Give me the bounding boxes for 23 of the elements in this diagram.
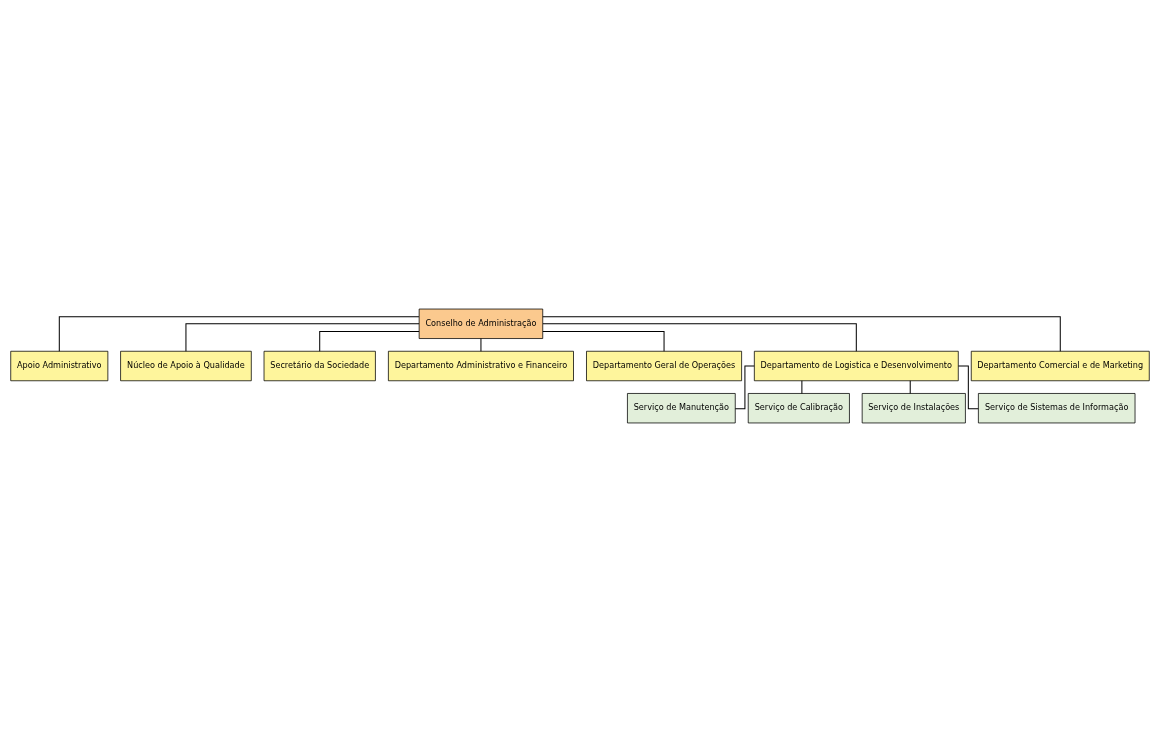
node-box: Departamento Geral de Operações: [586, 350, 742, 381]
node-box: Conselho de Administração: [418, 308, 544, 339]
node-box: Serviço de Calibração: [747, 392, 850, 423]
connector: [801, 379, 803, 394]
connector: [542, 315, 1061, 352]
node-box: Departamento Administrativo e Financeiro: [388, 350, 574, 381]
node-box: Serviço de Manutenção: [627, 392, 736, 423]
node-box: Núcleo de Apoio à Qualidade: [120, 350, 252, 381]
connector: [542, 322, 857, 352]
node-box: Serviço de Sistemas de Informação: [978, 392, 1136, 423]
connector: [542, 330, 665, 352]
connector: [185, 322, 420, 352]
connector: [480, 337, 482, 352]
connector: [909, 379, 911, 394]
connector: [957, 365, 979, 409]
connector: [58, 315, 420, 352]
node-box: Serviço de Instalações: [861, 392, 966, 423]
node-box: Departamento Comercial e de Marketing: [970, 350, 1150, 381]
node-box: Secretário da Sociedade: [263, 350, 376, 381]
connector: [734, 365, 755, 409]
connector: [319, 330, 420, 352]
node-box: Apoio Administrativo: [10, 350, 109, 381]
node-box: Departamento de Logistica e Desenvolvimento: [753, 350, 959, 381]
